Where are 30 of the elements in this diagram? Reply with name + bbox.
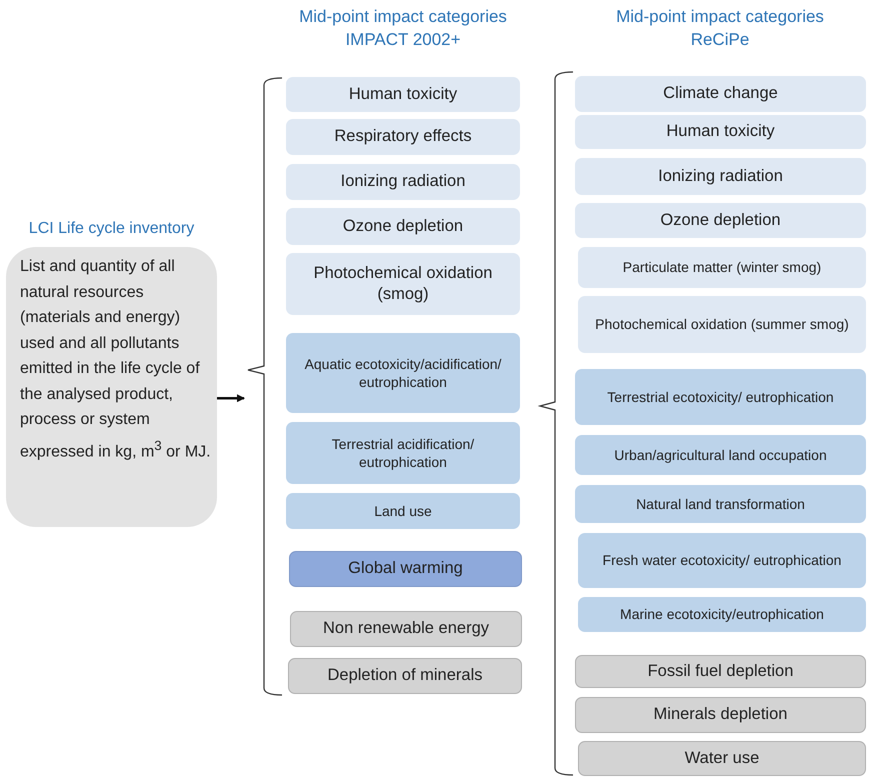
category-box: Photochemical oxidation (summer smog) [578,296,866,353]
category-box: Natural land transformation [575,485,866,523]
category-box: Marine ecotoxicity/eutrophication [578,597,866,632]
column-heading: Mid-point impact categories ReCiPe [615,6,825,51]
category-box: Ionizing radiation [286,164,520,200]
category-box: Global warming [289,551,522,587]
category-box: Water use [578,741,866,776]
category-box: Fossil fuel depletion [575,655,866,688]
category-box: Photochemical oxidation (smog) [286,253,520,315]
category-box: Ozone depletion [575,203,866,238]
category-box: Minerals depletion [575,697,866,733]
inventory-box: List and quantity of all natural resources (materials and energy) used and all pollutants emitted in the life cycle of the analysed product, process or system expressed in kg, m$^{3}$ or MJ. [6,247,217,527]
category-box: Ozone depletion [286,208,520,245]
category-box: Depletion of minerals [288,658,522,694]
category-box: Ionizing radiation [575,158,866,195]
category-box: Land use [286,493,520,529]
category-box: Fresh water ecotoxicity/ eutrophication [578,533,866,588]
arrow [217,394,245,402]
category-box: Aquatic ecotoxicity/acidification/ eutrophication [286,333,520,413]
category-box: Particulate matter (winter smog) [578,247,866,288]
category-box: Terrestrial ecotoxicity/ eutrophication [575,369,866,425]
category-box: Urban/agricultural land occupation [575,435,866,475]
node-heading: LCI Life cycle inventory [28,219,196,239]
category-box: Respiratory effects [286,119,520,155]
category-box: Human toxicity [286,77,520,112]
column-heading: Mid-point impact categories IMPACT 2002+ [298,6,508,51]
category-box: Climate change [575,76,866,112]
category-box: Human toxicity [575,115,866,149]
category-box: Terrestrial acidification/ eutrophication [286,422,520,484]
category-box: Non renewable energy [290,611,522,647]
